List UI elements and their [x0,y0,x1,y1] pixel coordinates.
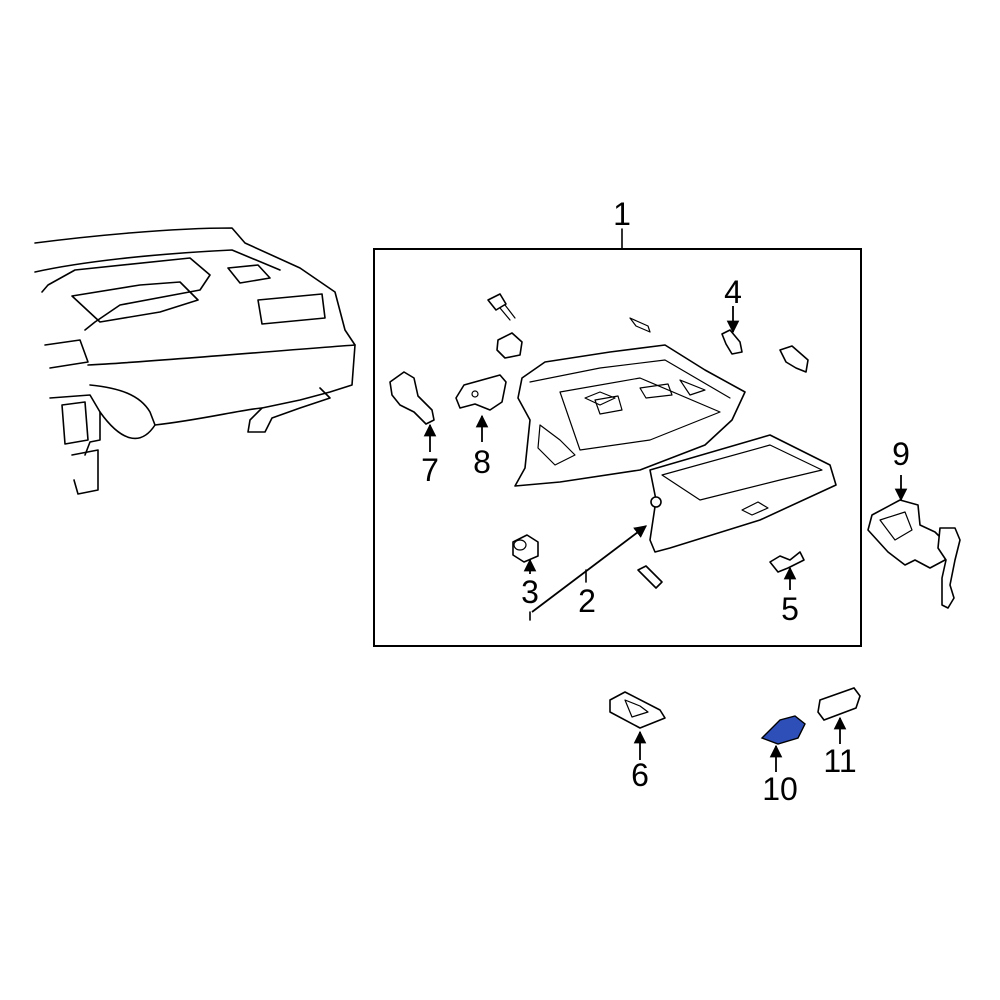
callout-6: 6 [631,757,649,793]
callout-10: 10 [762,771,798,807]
trim-cover-part [817,687,861,721]
glove-box [649,434,837,553]
highlighted-part-10[interactable] [760,715,806,745]
callout-8: 8 [473,444,491,480]
callout-7: 7 [421,452,439,488]
leader-lines [423,228,908,772]
callout-2: 2 [578,583,596,619]
callout-1: 1 [613,196,631,232]
glove-box-housing [514,344,746,487]
latch-plate [609,691,666,729]
callout-labels: 1 2 3 4 5 6 7 8 9 10 11 [421,196,910,807]
dashboard-illustration [34,227,356,495]
fastener-parts [389,293,809,589]
callout-5: 5 [781,591,799,627]
callout-4: 4 [724,274,742,310]
callout-3: 3 [521,574,539,610]
assembly-frame [373,248,862,647]
callout-11: 11 [823,743,856,779]
lock-cylinder [867,499,961,609]
callout-9: 9 [892,436,910,472]
